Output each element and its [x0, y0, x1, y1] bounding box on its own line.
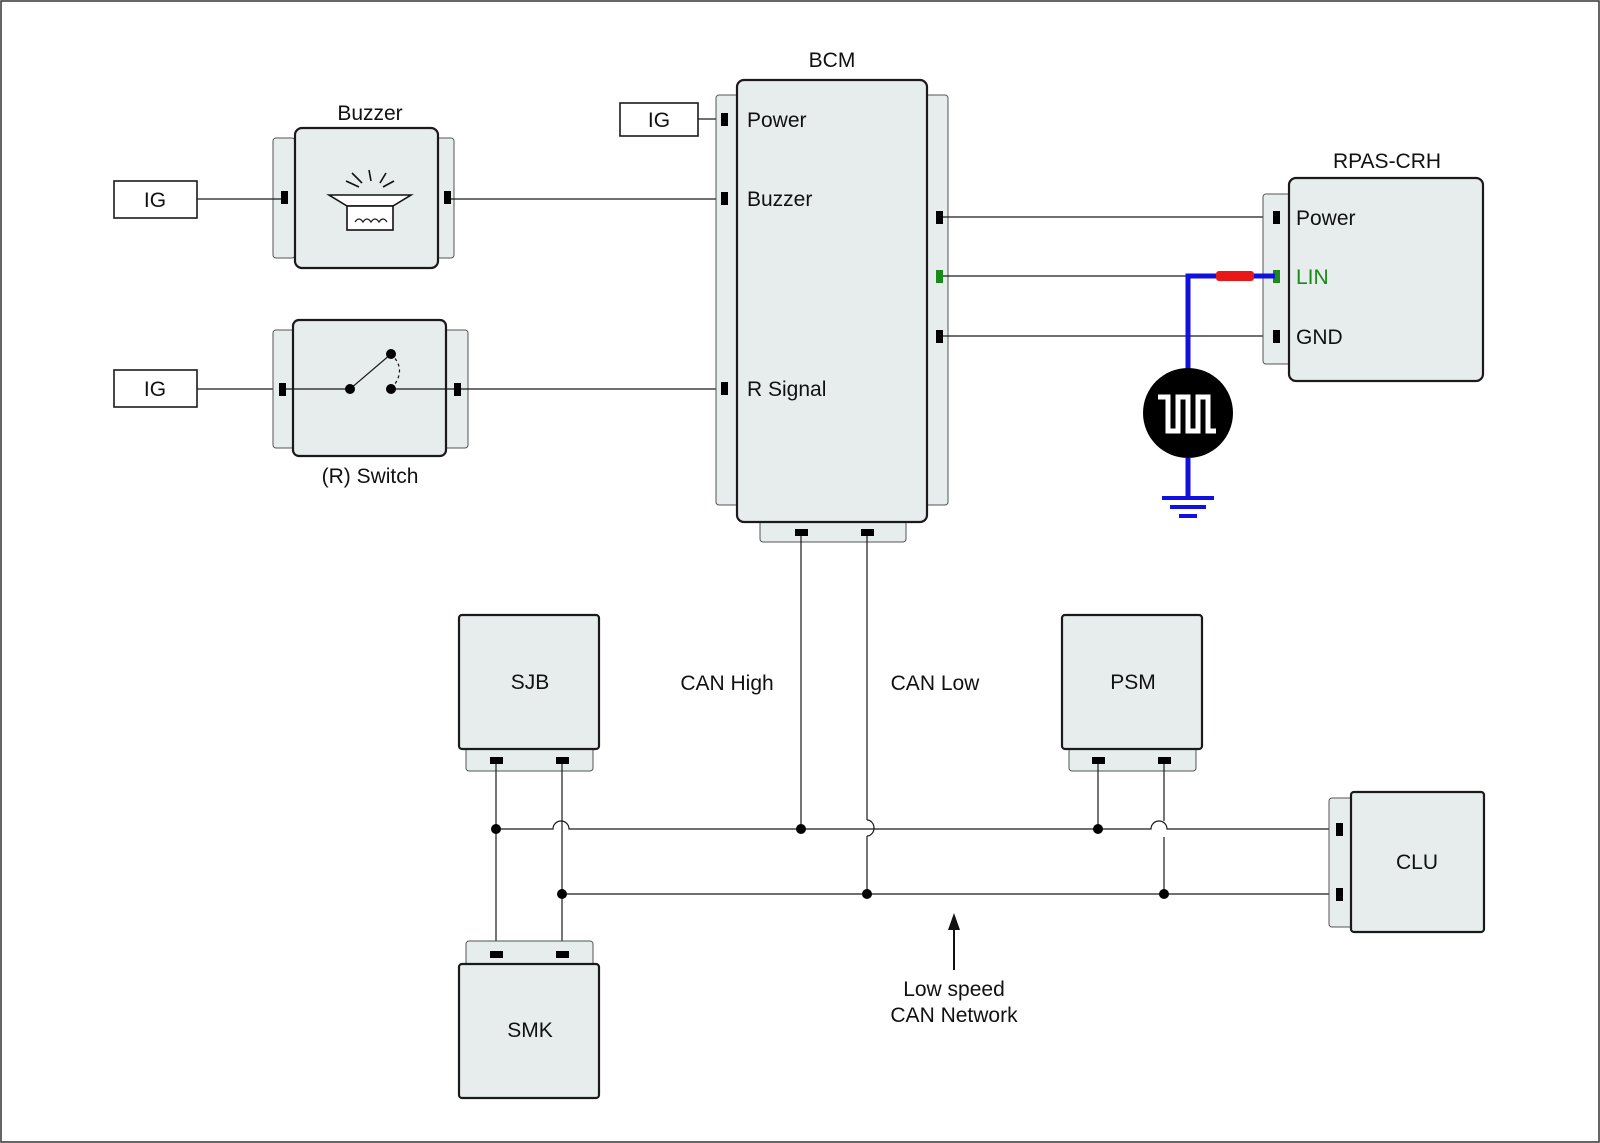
- sjb-label: SJB: [511, 671, 550, 694]
- junction-dot: [862, 889, 872, 899]
- buzzer-in-pin: [281, 191, 288, 204]
- psm-pin-can-high: [1092, 757, 1105, 764]
- junction-dot: [491, 824, 501, 834]
- buzzer-icon: [326, 169, 414, 231]
- sjb-pin-can-high: [490, 757, 503, 764]
- ig-box-bcm: IG: [619, 102, 699, 137]
- smk-module: SMK: [457, 940, 601, 1100]
- bcm-pin-rpas-power: [936, 211, 943, 224]
- sjb-body: [457, 613, 601, 751]
- rpas-pin-gnd: [1273, 330, 1280, 343]
- lin-probe-connector: [1216, 271, 1254, 281]
- bcm-body: [735, 78, 929, 524]
- buzzer-out-pin: [444, 191, 451, 204]
- sjb-module: SJB: [457, 613, 601, 772]
- bcm-module: BCM Power Buzzer R Signal: [715, 49, 949, 543]
- bcm-pin-can-low: [861, 529, 874, 536]
- clu-body: [1349, 790, 1486, 934]
- psm-pin-can-low: [1158, 757, 1171, 764]
- arrow-up-icon: [948, 913, 960, 930]
- psm-module: PSM: [1060, 613, 1204, 772]
- bcm-left-tab: [715, 94, 740, 506]
- buzzer-title: Buzzer: [337, 102, 402, 125]
- bcm-pin-power-label: Power: [747, 109, 807, 132]
- switch-icon: [286, 349, 457, 394]
- r-switch-module: (R) Switch: [272, 318, 469, 488]
- sjb-pin-can-low: [556, 757, 569, 764]
- ig-box-buzzer: IG: [113, 180, 198, 219]
- smk-pin-can-high: [490, 951, 503, 958]
- can-network-label-line1: Low speed: [903, 978, 1005, 1001]
- psm-body: [1060, 613, 1204, 751]
- ig-label-switch: IG: [144, 378, 166, 401]
- switch-title: (R) Switch: [322, 465, 419, 488]
- switch-out-pin: [454, 383, 461, 396]
- ig-box-switch: IG: [113, 369, 198, 408]
- ig-box-buzzer-frame: [113, 180, 198, 219]
- smk-pin-can-low: [556, 951, 569, 958]
- smk-body: [457, 962, 601, 1100]
- ig-box-switch-frame: [113, 369, 198, 408]
- rpas-body: [1287, 176, 1485, 383]
- clu-pin-can-high: [1336, 823, 1343, 836]
- bcm-pin-can-high: [795, 529, 808, 536]
- rpas-pin-lin-label: LIN: [1296, 266, 1329, 289]
- bcm-pin-buzzer-label: Buzzer: [747, 188, 812, 211]
- clu-module: CLU: [1328, 790, 1486, 934]
- lin-probe: [1143, 271, 1275, 518]
- bcm-pin-r-signal: [721, 382, 728, 395]
- can-network-label-line2: CAN Network: [890, 1004, 1018, 1027]
- rpas-pin-gnd-label: GND: [1296, 326, 1343, 349]
- ig-label-bcm: IG: [648, 109, 670, 132]
- ig-label-buzzer: IG: [144, 189, 166, 212]
- ground-icon: [1162, 496, 1214, 518]
- junction-dot: [557, 889, 567, 899]
- can-junctions: [491, 824, 1169, 899]
- can-network-annotation: Low speed CAN Network: [890, 913, 1018, 1027]
- can-low-label: CAN Low: [891, 672, 981, 695]
- psm-label: PSM: [1110, 671, 1156, 694]
- wire-bcm-can-low-crossover: [866, 819, 875, 837]
- can-high-label: CAN High: [680, 672, 773, 695]
- square-wave-symbol: [1158, 394, 1216, 434]
- rpas-pin-power-label: Power: [1296, 207, 1356, 230]
- rpas-crh-module: RPAS-CRH Power LIN GND: [1262, 150, 1485, 383]
- junction-dot: [1159, 889, 1169, 899]
- bcm-pin-r-signal-label: R Signal: [747, 378, 826, 401]
- switch-body: [291, 318, 448, 458]
- clu-label: CLU: [1396, 851, 1438, 874]
- bcm-pin-lin: [936, 270, 943, 283]
- bcm-title: BCM: [809, 49, 856, 72]
- junction-dot: [1093, 824, 1103, 834]
- bcm-pin-power: [721, 113, 728, 126]
- rpas-pin-power: [1273, 211, 1280, 224]
- can-high-bus: [496, 820, 1342, 830]
- switch-in-pin: [279, 383, 286, 396]
- bcm-pin-buzzer: [721, 192, 728, 205]
- bcm-pin-gnd: [936, 330, 943, 343]
- buzzer-module: Buzzer: [272, 102, 455, 270]
- rpas-pin-lin: [1273, 270, 1280, 283]
- rpas-title: RPAS-CRH: [1333, 150, 1441, 173]
- clu-pin-can-low: [1336, 888, 1343, 901]
- smk-label: SMK: [507, 1019, 553, 1042]
- junction-dot: [796, 824, 806, 834]
